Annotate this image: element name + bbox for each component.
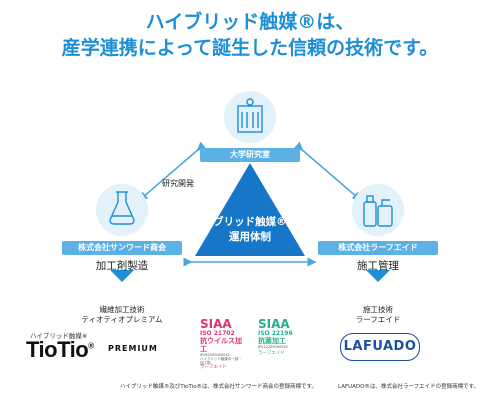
center-triangle [195,163,305,256]
sanward-label: 株式会社サンワード商会 [62,241,182,255]
center-text-line-2: 運用体制 [229,231,271,243]
right-tech-line-1: 施工技術 [363,305,393,314]
arrow-left-diagonal [138,141,207,201]
title-line-2: 産学連携によって誕生した信頼の技術です。 [61,37,439,59]
tiotio-reg: ® [88,341,94,351]
title-line-1: ハイブリッド触媒®は、 [145,11,355,33]
siaa-left-brand: SIAA [200,317,232,331]
tiotio-main: TioTio [26,337,89,362]
tiotio-sub: ハイブリッド触媒※ [30,332,88,340]
university-building-icon [237,98,263,133]
siaa-right-iso: ISO 22196 [258,330,293,337]
siaa-antivirus-mark: SIAA ISO 21702 抗ウイルス加工 JP0620000000X2 ハイ… [200,317,244,370]
siaa-left-code1: JP0620000000X2 [200,353,231,357]
lafueide-label: 株式会社ラーフエイド [318,241,438,255]
flask-icon [109,191,135,225]
lafuado-logo: LAFUADO [340,333,420,361]
right-tech-block: 施工技術 ラーフエイド [318,305,438,325]
lafueide-role: 施工管理 [357,260,399,272]
bottles-icon [363,195,393,227]
siaa-left-iso: ISO 21702 [200,330,235,337]
sanward-circle [96,184,148,236]
left-tech-line-2: ティオティオプレミアム [81,315,163,324]
tiotio-premium: PREMIUM [108,344,158,353]
left-down-arrow [110,270,134,282]
right-tech-line-2: ラーフエイド [355,315,401,324]
university-circle [224,91,276,143]
right-down-arrow [366,270,390,282]
siaa-left-maker: ラーフエイド [200,365,227,370]
siaa-right-maker: ラーフエイド [258,351,285,356]
siaa-right-label: 抗菌加工 [258,337,286,345]
research-label: 研究開発 [162,179,194,188]
siaa-right-brand: SIAA [258,317,290,331]
footer-right-note: LAFUADO®は、株式会社ラーフエイドの登録商標です。 [338,384,480,390]
siaa-antibacterial-mark: SIAA ISO 22196 抗菌加工 JP0122090000X2 ラーフエイ… [258,318,302,364]
sanward-role: 加工剤製造 [95,260,149,272]
siaa-left-code2: ハイブリッド触媒の一部・加工剤 [200,357,242,365]
siaa-right-code1: JP0122090000X2 [258,345,289,349]
center-text-line-1: ハイブリッド触媒®技術 [192,216,308,228]
university-label: 大学研究室 [200,148,300,162]
siaa-left-label: 抗ウイルス加工 [200,337,242,353]
arrow-right-diagonal [293,141,362,201]
tiotio-logo: TioTio® [26,337,94,363]
footer-left-note: ハイブリッド触媒®及びTioTio®は、株式会社サンワード商会の登録商標です。 [120,384,318,390]
left-tech-line-1: 繊維加工技術 [99,305,145,314]
left-tech-block: 繊維加工技術 ティオティオプレミアム [62,305,182,325]
